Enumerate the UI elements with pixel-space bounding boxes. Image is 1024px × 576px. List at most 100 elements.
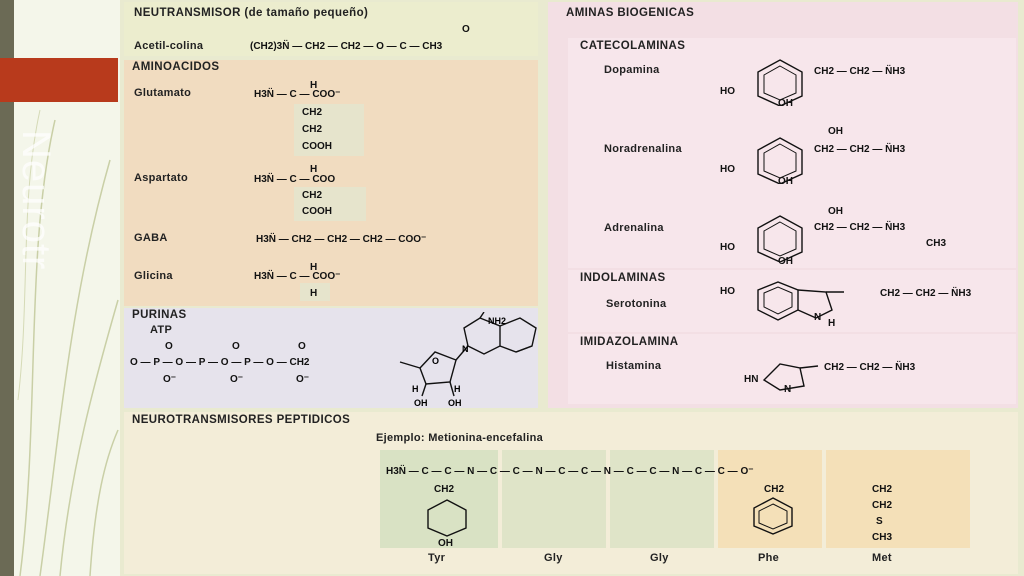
gly1-residue-block [502,450,606,548]
tyr-ch2: CH2 [434,484,455,495]
glutamato-side-2: CH2 [302,124,323,135]
ribose-oh-1: OH [414,398,428,408]
imidazolamina-panel [568,334,1016,404]
neurotransmitter-figure: NEUTRANSMISOR (de tamaño pequeño) O Acet… [120,0,1024,576]
adenine-n9: N [462,344,469,354]
glicina-main: H3N̈ — C — COO⁻ [254,271,341,282]
ribose-h-2: H [454,384,461,394]
aminoacidos-title: AMINOACIDOS [132,61,220,73]
aspartato-side-2: COOH [302,206,332,217]
adrenalina-label: Adrenalina [604,222,664,234]
atp-o-top-1: O [165,341,173,352]
phe-ch2: CH2 [764,484,785,495]
histamina-imidazole-ring [762,363,819,391]
residue-label-phe: Phe [758,552,780,564]
peptide-backbone: H3N̈ — C — C — N — C — C — N — C — C — N… [386,466,754,477]
glutamato-side-highlight [294,104,364,156]
noradrenalina-label: Noradrenalina [604,143,682,155]
serotonina-indole-ring [757,281,844,321]
noradrenalina-chain: CH2 — CH2 — N̈H3 [814,144,906,155]
acetilcolina-carbonyl-o: O [462,24,470,35]
dopamina-chain: CH2 — CH2 — N̈H3 [814,66,906,77]
adenine-nh2: NH2 [488,316,506,326]
glicina-h-side: H [310,288,318,299]
aspartato-main: H3N̈ — C — COO [254,174,336,185]
adrenalina-oh-top: OH [828,206,843,217]
phe-benzene-ring [753,497,793,535]
noradrenalina-oh-top: OH [828,126,843,137]
serotonina-label: Serotonina [606,298,667,310]
histamina-label: Histamina [606,360,662,372]
glutamato-main: H3N̈ — C — COO⁻ [254,89,341,100]
tyr-oh: OH [438,538,453,549]
acetilcolina-label: Acetil-colina [134,40,204,52]
residue-label-met: Met [872,552,892,564]
adrenalina-ch3: CH3 [926,238,947,249]
tyr-phenol-ring [427,499,467,537]
tyr-residue-block [380,450,498,548]
residue-label-gly-1: Gly [544,552,563,564]
residue-label-tyr: Tyr [428,552,446,564]
serotonina-n: N [814,312,822,323]
aspartato-label: Aspartato [134,172,189,184]
background-title: Neurotr [14,130,58,271]
residue-label-gly-2: Gly [650,552,669,564]
met-ch3: CH3 [872,532,893,543]
adrenalina-ho: HO [720,242,735,253]
purinas-title: PURINAS [132,309,187,321]
glicina-side-highlight [300,283,330,301]
atp-o-bottom-2: O⁻ [230,374,244,385]
atp-o-bottom-3: O⁻ [296,374,310,385]
glicina-label: Glicina [134,270,173,282]
dopamina-label: Dopamina [604,64,660,76]
atp-phosphate-chain: O — P — O — P — O — P — O — CH2 [130,357,310,368]
indolaminas-title: INDOLAMINAS [580,272,666,284]
glutamato-label: Glutamato [134,87,192,99]
adrenalina-chain: CH2 — CH2 — N̈H3 [814,222,906,233]
neutransmisor-panel [124,2,538,56]
ribose-h-1: H [412,384,419,394]
acetilcolina-formula: (CH2)3N̈ — CH2 — CH2 — O — C — CH3 [250,41,443,52]
noradrenalina-ring [757,137,803,184]
atp-label: ATP [150,324,173,336]
met-residue-block [826,450,970,548]
noradrenalina-oh: OH [778,176,793,187]
adrenalina-ring [757,215,803,262]
adrenalina-oh: OH [778,256,793,267]
noradrenalina-ho: HO [720,164,735,175]
histamina-chain: CH2 — CH2 — N̈H3 [824,362,916,373]
serotonina-chain: CH2 — CH2 — N̈H3 [880,288,972,299]
atp-o-top-2: O [232,341,240,352]
aminoacidos-panel [124,60,538,306]
aspartato-h: H [310,164,318,175]
imidazolamina-title: IMIDAZOLAMINA [580,336,679,348]
dopamina-ring [757,59,803,106]
adenosine-structure: NH2 O N H H OH OH [399,312,537,408]
catecolaminas-title: CATECOLAMINAS [580,40,686,52]
peptidicos-example: Ejemplo: Metionina-encefalina [376,432,544,444]
met-s: S [876,516,883,527]
dopamina-oh: OH [778,98,793,109]
glutamato-side-1: CH2 [302,107,323,118]
gly2-residue-block [610,450,714,548]
red-accent-tab [0,58,118,102]
met-ch2-2: CH2 [872,500,893,511]
ribose-o: O [432,356,439,366]
aspartato-side-highlight [294,187,366,221]
ribose-oh-2: OH [448,398,462,408]
atp-o-top-3: O [298,341,306,352]
serotonina-h: H [828,318,836,329]
left-accent-bar [0,0,14,576]
glicina-h-top: H [310,262,318,273]
gaba-label: GABA [134,232,168,244]
decorative-leaf-lines [17,109,119,576]
neutransmisor-title: NEUTRANSMISOR (de tamaño pequeño) [134,7,369,19]
atp-o-bottom-1: O⁻ [163,374,177,385]
histamina-n: N [784,384,792,395]
gaba-main: H3N̈ — CH2 — CH2 — CH2 — COO⁻ [256,234,427,245]
glutamato-side-3: COOH [302,141,332,152]
glutamato-h: H [310,80,318,91]
peptidicos-title: NEUROTRANSMISORES PEPTIDICOS [132,414,351,426]
histamina-hn: HN [744,374,759,385]
met-ch2-1: CH2 [872,484,893,495]
